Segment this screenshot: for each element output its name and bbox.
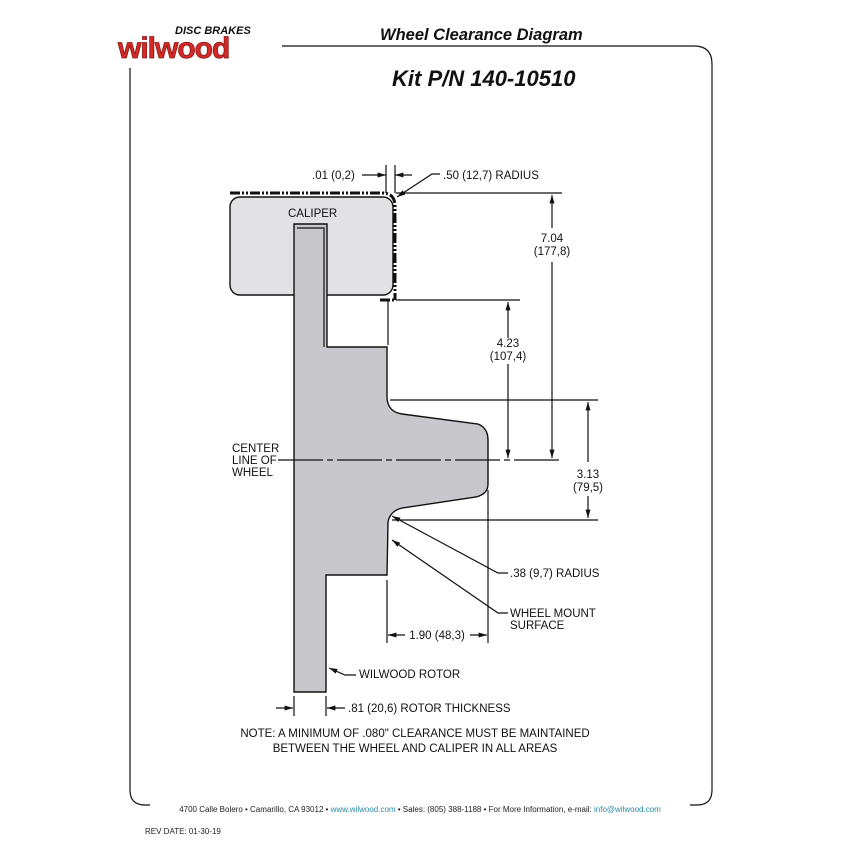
footer-address: 4700 Calle Bolero • Camarillo, CA 93012 … <box>179 805 330 814</box>
logo-wordmark: wilwood <box>117 32 229 65</box>
dim-0.01: .01 (0,2) <box>312 170 355 182</box>
clearance-note: BETWEEN THE WHEEL AND CALIPER IN ALL ARE… <box>273 743 558 755</box>
dim-1.90: 1.90 (48,3) <box>409 630 465 642</box>
radius-0.50-label: .50 (12,7) RADIUS <box>443 170 539 182</box>
rotor-thickness-label: .81 (20,6) ROTOR THICKNESS <box>348 703 511 715</box>
centerline-label: CENTER <box>232 443 279 455</box>
clearance-note: NOTE: A MINIMUM OF .080" CLEARANCE MUST … <box>240 728 589 740</box>
wheel-mount-label: SURFACE <box>510 620 565 632</box>
rotor-label: WILWOOD ROTOR <box>359 669 460 681</box>
dim-7.04-mm: (177,8) <box>534 246 571 258</box>
dim-3.13: 3.13 <box>577 469 599 481</box>
kit-part-number: Kit P/N 140-10510 <box>392 66 576 91</box>
centerline-label: LINE OF <box>232 455 277 467</box>
wilwood-logo: DISC BRAKES wilwood <box>117 25 252 65</box>
page-frame <box>129 45 713 806</box>
footer-sales: • Sales: (805) 388-1188 • For More Infor… <box>396 805 594 814</box>
wheel-mount-label: WHEEL MOUNT <box>510 608 596 620</box>
website-link[interactable]: www.wilwood.com <box>330 805 396 814</box>
dim-4.23: 4.23 <box>497 338 519 350</box>
footer-contact: 4700 Calle Bolero • Camarillo, CA 93012 … <box>179 805 661 814</box>
centerline-label: WHEEL <box>232 467 274 479</box>
rev-date: REV DATE: 01-30-19 <box>145 827 221 836</box>
diagram-title: Wheel Clearance Diagram <box>380 26 583 44</box>
radius-0.38-label: .38 (9,7) RADIUS <box>510 568 600 580</box>
caliper-label: CALIPER <box>288 208 337 220</box>
dim-3.13-mm: (79,5) <box>573 482 603 494</box>
logo-tagline: DISC BRAKES <box>175 25 251 37</box>
dim-7.04: 7.04 <box>541 233 564 245</box>
dim-4.23-mm: (107,4) <box>490 351 527 363</box>
rotor-hat-profile <box>293 223 489 693</box>
email-link[interactable]: info@wilwood.com <box>594 805 661 814</box>
